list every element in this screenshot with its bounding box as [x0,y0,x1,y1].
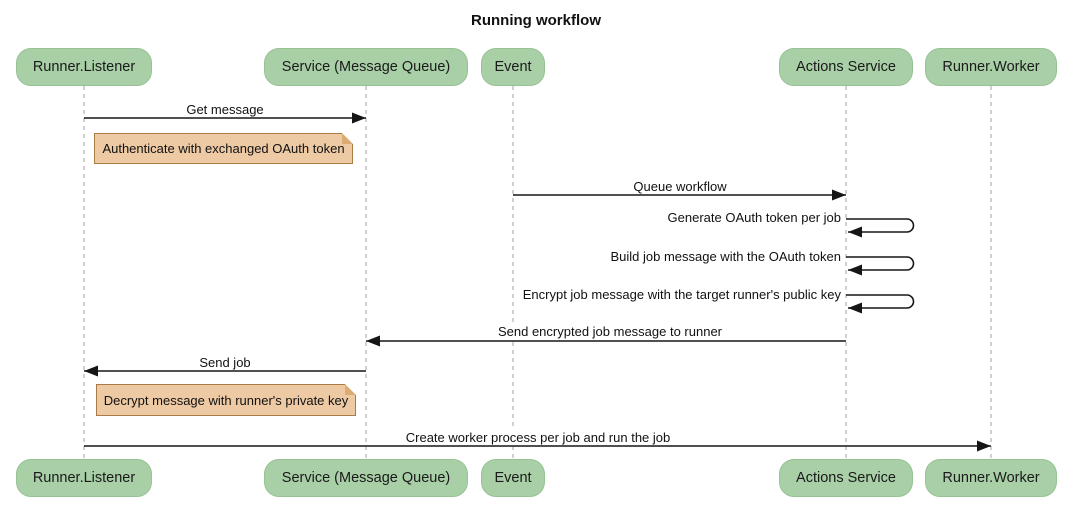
actor-runner-listener-top: Runner.Listener [16,48,152,86]
note-authenticate-oauth: Authenticate with exchanged OAuth token [94,133,353,164]
message-label-generate-oauth-token: Generate OAuth token per job [664,210,844,225]
message-label-build-job-message: Build job message with the OAuth token [607,249,844,264]
actor-label: Runner.Listener [32,470,136,486]
actor-event-bottom: Event [481,459,545,497]
actor-label: Event [494,470,532,486]
actor-runner-worker-bottom: Runner.Worker [925,459,1057,497]
note-decrypt-private-key: Decrypt message with runner's private ke… [96,384,356,416]
self-arrow-build-job-message [846,256,915,276]
note-label: Decrypt message with runner's private ke… [103,392,349,408]
message-label-queue-workflow: Queue workflow [630,179,730,194]
actor-runner-worker-top: Runner.Worker [925,48,1057,86]
actor-service-message-queue-bottom: Service (Message Queue) [264,459,468,497]
actor-label: Service (Message Queue) [281,59,451,75]
actor-label: Actions Service [796,59,896,75]
actor-actions-service-top: Actions Service [779,48,913,86]
self-arrow-encrypt-job-message [846,294,915,314]
actor-label: Service (Message Queue) [281,470,451,486]
message-label-create-worker-process: Create worker process per job and run th… [402,430,674,445]
message-label-send-encrypted-job-message: Send encrypted job message to runner [494,324,726,339]
message-label-send-job: Send job [196,355,254,370]
diagram-title: Running workflow [471,12,601,29]
actor-label: Runner.Listener [32,59,136,75]
message-label-get-message: Get message [183,102,267,117]
message-label-encrypt-job-message: Encrypt job message with the target runn… [519,287,844,302]
actor-event-top: Event [481,48,545,86]
actor-actions-service-bottom: Actions Service [779,459,913,497]
actor-label: Actions Service [796,470,896,486]
note-label: Authenticate with exchanged OAuth token [102,141,345,156]
self-arrow-generate-oauth-token [846,218,915,238]
actor-label: Runner.Worker [942,59,1040,75]
actor-label: Event [494,59,532,75]
actor-label: Runner.Worker [942,470,1040,486]
actor-service-message-queue-top: Service (Message Queue) [264,48,468,86]
actor-runner-listener-bottom: Runner.Listener [16,459,152,497]
